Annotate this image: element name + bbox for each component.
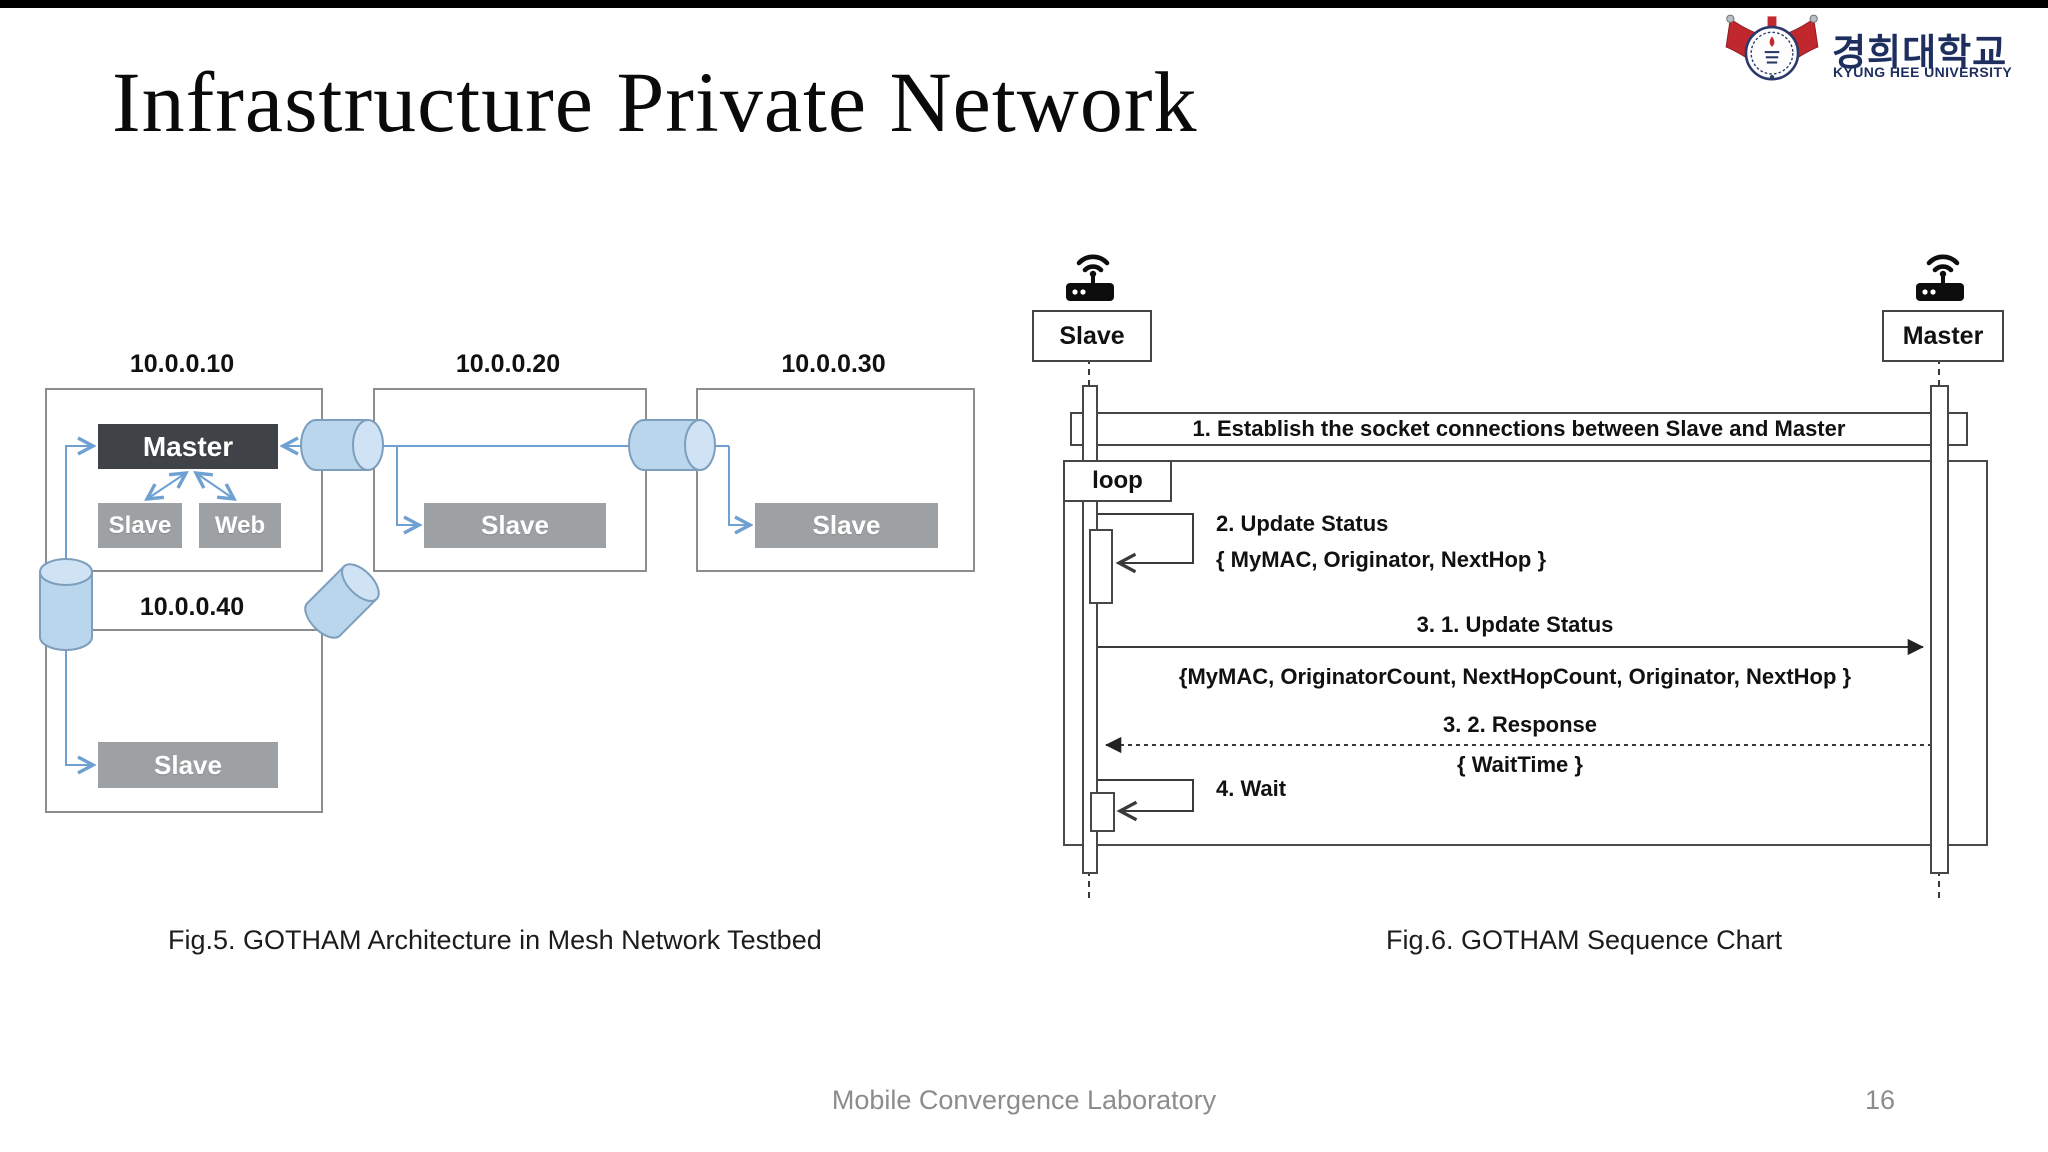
top-edge-bar <box>0 0 2048 8</box>
slave-node-3: Slave <box>755 503 938 548</box>
subnet-label-2: 10.0.0.20 <box>455 350 561 378</box>
master-activation-bar <box>1930 385 1949 874</box>
actor-slave: Slave <box>1032 310 1152 362</box>
fig5-caption: Fig.5. GOTHAM Architecture in Mesh Netwo… <box>168 925 822 955</box>
seq-message-32-params: { WaitTime } <box>1457 752 1583 777</box>
router-icon-master <box>1916 254 1964 301</box>
loop-fragment <box>1063 460 1988 846</box>
fig6-caption: Fig.6. GOTHAM Sequence Chart <box>1386 925 1783 955</box>
seq-message-31-label: 3. 1. Update Status <box>1416 612 1614 637</box>
seq-message-32-label: 3. 2. Response <box>1442 712 1598 737</box>
seq-message-2-label: 2. Update Status <box>1216 511 1389 536</box>
seq-message-31-params: {MyMAC, OriginatorCount, NextHopCount, O… <box>1178 664 1852 689</box>
loop-label: loop <box>1063 460 1172 502</box>
university-name-korean: 경희대학교 <box>1832 32 2008 73</box>
university-crest-icon <box>1725 14 1819 81</box>
page-title: Infrastructure Private Network <box>112 54 1198 150</box>
slave-node-1: Slave <box>98 503 182 548</box>
slave-sub-activation-4 <box>1090 792 1115 832</box>
slave-node-2: Slave <box>424 503 606 548</box>
subnet-box-10 <box>45 388 323 572</box>
slave-node-4: Slave <box>98 742 278 788</box>
footer-lab-name: Mobile Convergence Laboratory <box>831 1085 1217 1115</box>
actor-master: Master <box>1882 310 2004 362</box>
master-node: Master <box>98 424 278 469</box>
web-node: Web <box>199 503 281 548</box>
university-name-english: KYUNG HEE UNIVERSITY <box>1833 64 2013 80</box>
page-number: 16 <box>1865 1085 1896 1115</box>
subnet-label-4: 10.0.0.40 <box>139 593 245 621</box>
slave-sub-activation-2 <box>1089 529 1113 604</box>
slave-activation-bar <box>1082 385 1098 874</box>
router-icon-slave <box>1066 254 1114 301</box>
seq-message-1-banner: 1. Establish the socket connections betw… <box>1070 412 1968 446</box>
subnet-label-1: 10.0.0.10 <box>129 350 235 378</box>
seq-message-4-label: 4. Wait <box>1216 776 1287 801</box>
seq-message-2-params: { MyMAC, Originator, NextHop } <box>1216 547 1547 572</box>
subnet-label-3: 10.0.0.30 <box>781 350 886 378</box>
